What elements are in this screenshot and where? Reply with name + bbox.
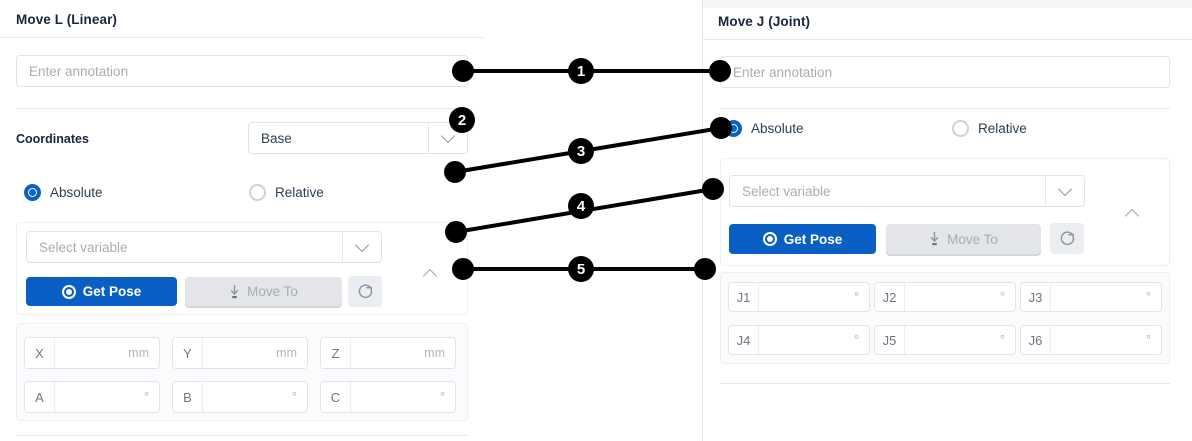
field-j1-unit: ° [854,290,859,304]
move-to-icon [930,232,939,246]
coordinates-select[interactable]: Base [248,122,468,154]
field-j5[interactable]: J5 ° [874,325,1016,355]
variable-select-left[interactable]: Select variable [26,231,382,263]
field-j4-label: J4 [729,326,759,354]
get-pose-button-right[interactable]: Get Pose [729,224,876,254]
field-j5-label: J5 [875,326,905,354]
coordinates-label: Coordinates [16,132,89,146]
chevron-down-icon[interactable] [342,232,381,262]
field-j6-label: J6 [1021,326,1051,354]
radio-absolute-right[interactable] [725,120,742,137]
field-j3-unit: ° [1146,290,1151,304]
field-z-label: Z [321,338,351,368]
field-j6-unit: ° [1146,333,1151,347]
radio-relative-right[interactable] [952,120,969,137]
field-x-unit: mm [128,346,149,360]
record-icon [762,232,777,246]
connector-badge-3: 3 [568,138,594,164]
mode-relative-right[interactable]: Relative [952,120,1027,137]
divider [720,108,1170,109]
refresh-icon [1060,231,1074,246]
divider [16,435,468,436]
connector-badge-5: 5 [568,256,594,282]
move-to-label: Move To [247,284,298,299]
mode-relative-label: Relative [275,185,324,200]
move-to-label: Move To [947,231,998,247]
refresh-icon [358,284,372,299]
field-c[interactable]: C ° [320,381,456,413]
move-to-button-left[interactable]: Move To [185,277,342,306]
field-y-unit: mm [276,346,297,360]
move-l-panel: Move L (Linear) Enter annotation Coordin… [0,0,484,441]
coordinates-select-value: Base [261,130,292,146]
variable-select-value: Select variable [742,183,831,199]
connector-badge-1: 1 [568,58,594,84]
annotation-input-right[interactable]: Enter annotation [720,56,1170,88]
annotation-input-left[interactable]: Enter annotation [16,55,468,87]
refresh-button-right[interactable] [1050,223,1084,254]
field-x-label: X [25,338,55,368]
field-b-label: B [173,382,203,412]
record-icon [61,284,76,299]
field-j3[interactable]: J3 ° [1020,282,1162,312]
field-c-label: C [321,382,351,412]
field-j3-label: J3 [1021,283,1051,311]
radio-absolute-left[interactable] [24,184,41,201]
field-y-label: Y [173,338,203,368]
variable-select-right[interactable]: Select variable [729,175,1085,207]
refresh-button-left[interactable] [348,276,382,307]
divider [720,383,1170,384]
field-a[interactable]: A ° [24,381,160,413]
field-b[interactable]: B ° [172,381,308,413]
variable-select-value: Select variable [39,239,128,255]
collapse-chevron-right[interactable] [1124,208,1140,223]
field-j4-unit: ° [854,333,859,347]
mode-absolute-left[interactable]: Absolute [24,184,103,201]
get-pose-label: Get Pose [783,231,843,247]
divider [0,37,484,38]
field-c-unit: ° [440,390,445,404]
connector-badge-4: 4 [568,193,594,219]
get-pose-label: Get Pose [82,284,142,299]
move-to-icon [230,284,239,298]
move-j-title: Move J (Joint) [718,14,811,29]
mode-absolute-right[interactable]: Absolute [725,120,804,137]
field-z-unit: mm [424,346,445,360]
field-z[interactable]: Z mm [320,337,456,369]
chevron-down-icon[interactable] [428,123,467,153]
divider [16,108,468,109]
mode-relative-label: Relative [978,121,1027,136]
field-j2-label: J2 [875,283,905,311]
field-b-unit: ° [292,390,297,404]
move-l-title: Move L (Linear) [16,12,118,27]
mode-relative-left[interactable]: Relative [249,184,324,201]
field-j2-unit: ° [1000,290,1005,304]
move-to-button-right[interactable]: Move To [886,224,1041,254]
divider [703,39,1192,40]
chevron-down-icon[interactable] [1045,176,1084,206]
field-y[interactable]: Y mm [172,337,308,369]
field-x[interactable]: X mm [24,337,160,369]
mode-absolute-label: Absolute [50,185,103,200]
collapse-chevron-left[interactable] [422,268,438,283]
get-pose-button-left[interactable]: Get Pose [26,277,177,306]
field-j5-unit: ° [1000,333,1005,347]
radio-relative-left[interactable] [249,184,266,201]
field-a-label: A [25,382,55,412]
field-j1[interactable]: J1 ° [728,282,870,312]
mode-absolute-label: Absolute [751,121,804,136]
field-j2[interactable]: J2 ° [874,282,1016,312]
field-a-unit: ° [144,390,149,404]
connector-badge-2: 2 [449,107,475,133]
field-j6[interactable]: J6 ° [1020,325,1162,355]
field-j1-label: J1 [729,283,759,311]
field-j4[interactable]: J4 ° [728,325,870,355]
